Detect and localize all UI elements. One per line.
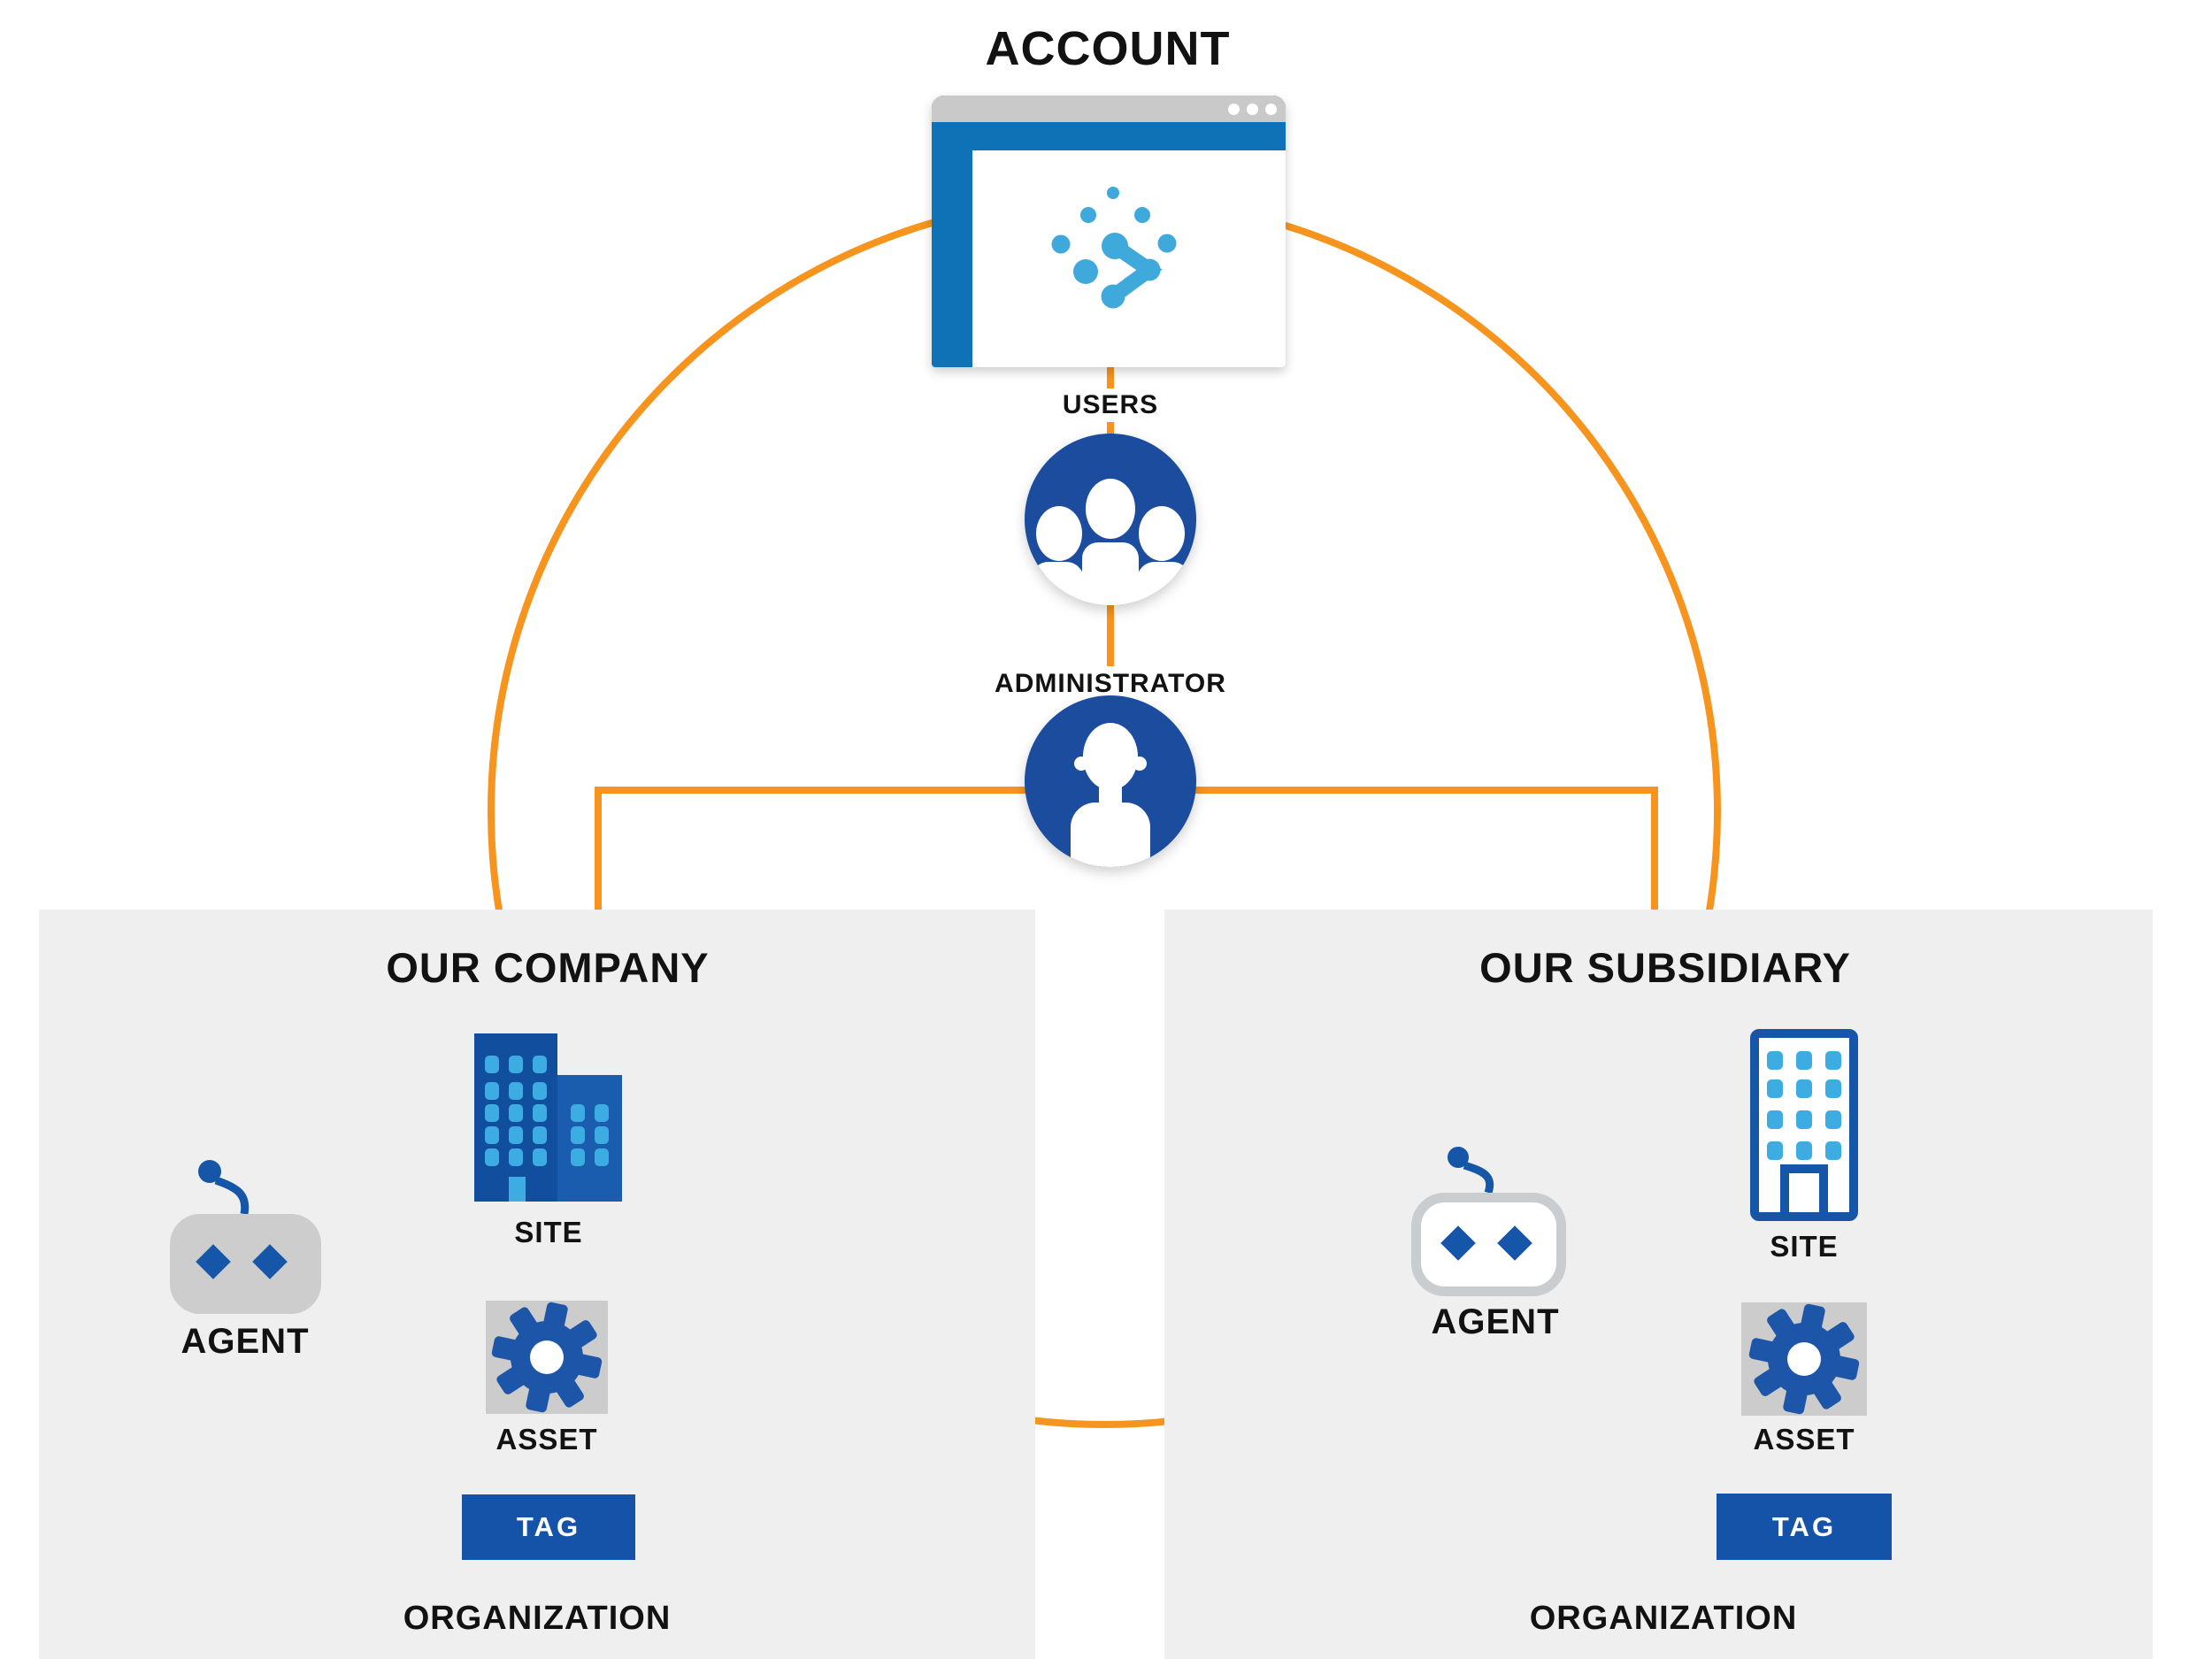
company-organization-label: ORGANIZATION [403,1600,672,1637]
subsidiary-site-building-icon [1750,1029,1858,1221]
app-logo-icon [1051,187,1177,309]
connector-right-drop [1651,787,1658,910]
subsidiary-asset-label: ASSET [1753,1423,1855,1455]
subsidiary-title: OUR SUBSIDIARY [1479,944,1851,991]
company-site-building-icon [474,1033,622,1202]
subsidiary-agent-icon [1411,1193,1566,1296]
connector-account-users-b [1107,422,1114,438]
company-tag-badge: TAG [462,1494,635,1560]
account-browser-window [932,96,1286,367]
connector-left-drop [595,787,602,910]
subsidiary-agent-antenna-icon [1448,1147,1494,1194]
users-label: USERS [1062,390,1159,419]
account-title: ACCOUNT [985,22,1231,75]
company-agent-label: AGENT [180,1322,310,1361]
subsidiary-panel [1164,910,2153,1659]
company-title: OUR COMPANY [386,944,710,991]
administrator-label: ADMINISTRATOR [995,669,1226,698]
company-agent-icon [170,1214,321,1314]
company-site-label: SITE [514,1216,583,1248]
browser-titlebar [932,96,1286,122]
subsidiary-site-label: SITE [1770,1230,1839,1263]
subsidiary-agent-label: AGENT [1431,1302,1560,1341]
administrator-icon [1025,695,1196,867]
users-icon [1025,434,1196,605]
company-asset-label: ASSET [495,1423,598,1455]
subsidiary-organization-label: ORGANIZATION [1529,1600,1798,1637]
connector-account-users-a [1107,365,1114,388]
company-agent-antenna-icon [198,1160,250,1215]
subsidiary-asset-icon [1741,1302,1867,1416]
subsidiary-tag-badge: TAG [1717,1494,1892,1560]
window-dots-icon [1228,104,1277,115]
company-asset-icon [486,1301,608,1414]
connector-users-admin [1107,600,1114,666]
